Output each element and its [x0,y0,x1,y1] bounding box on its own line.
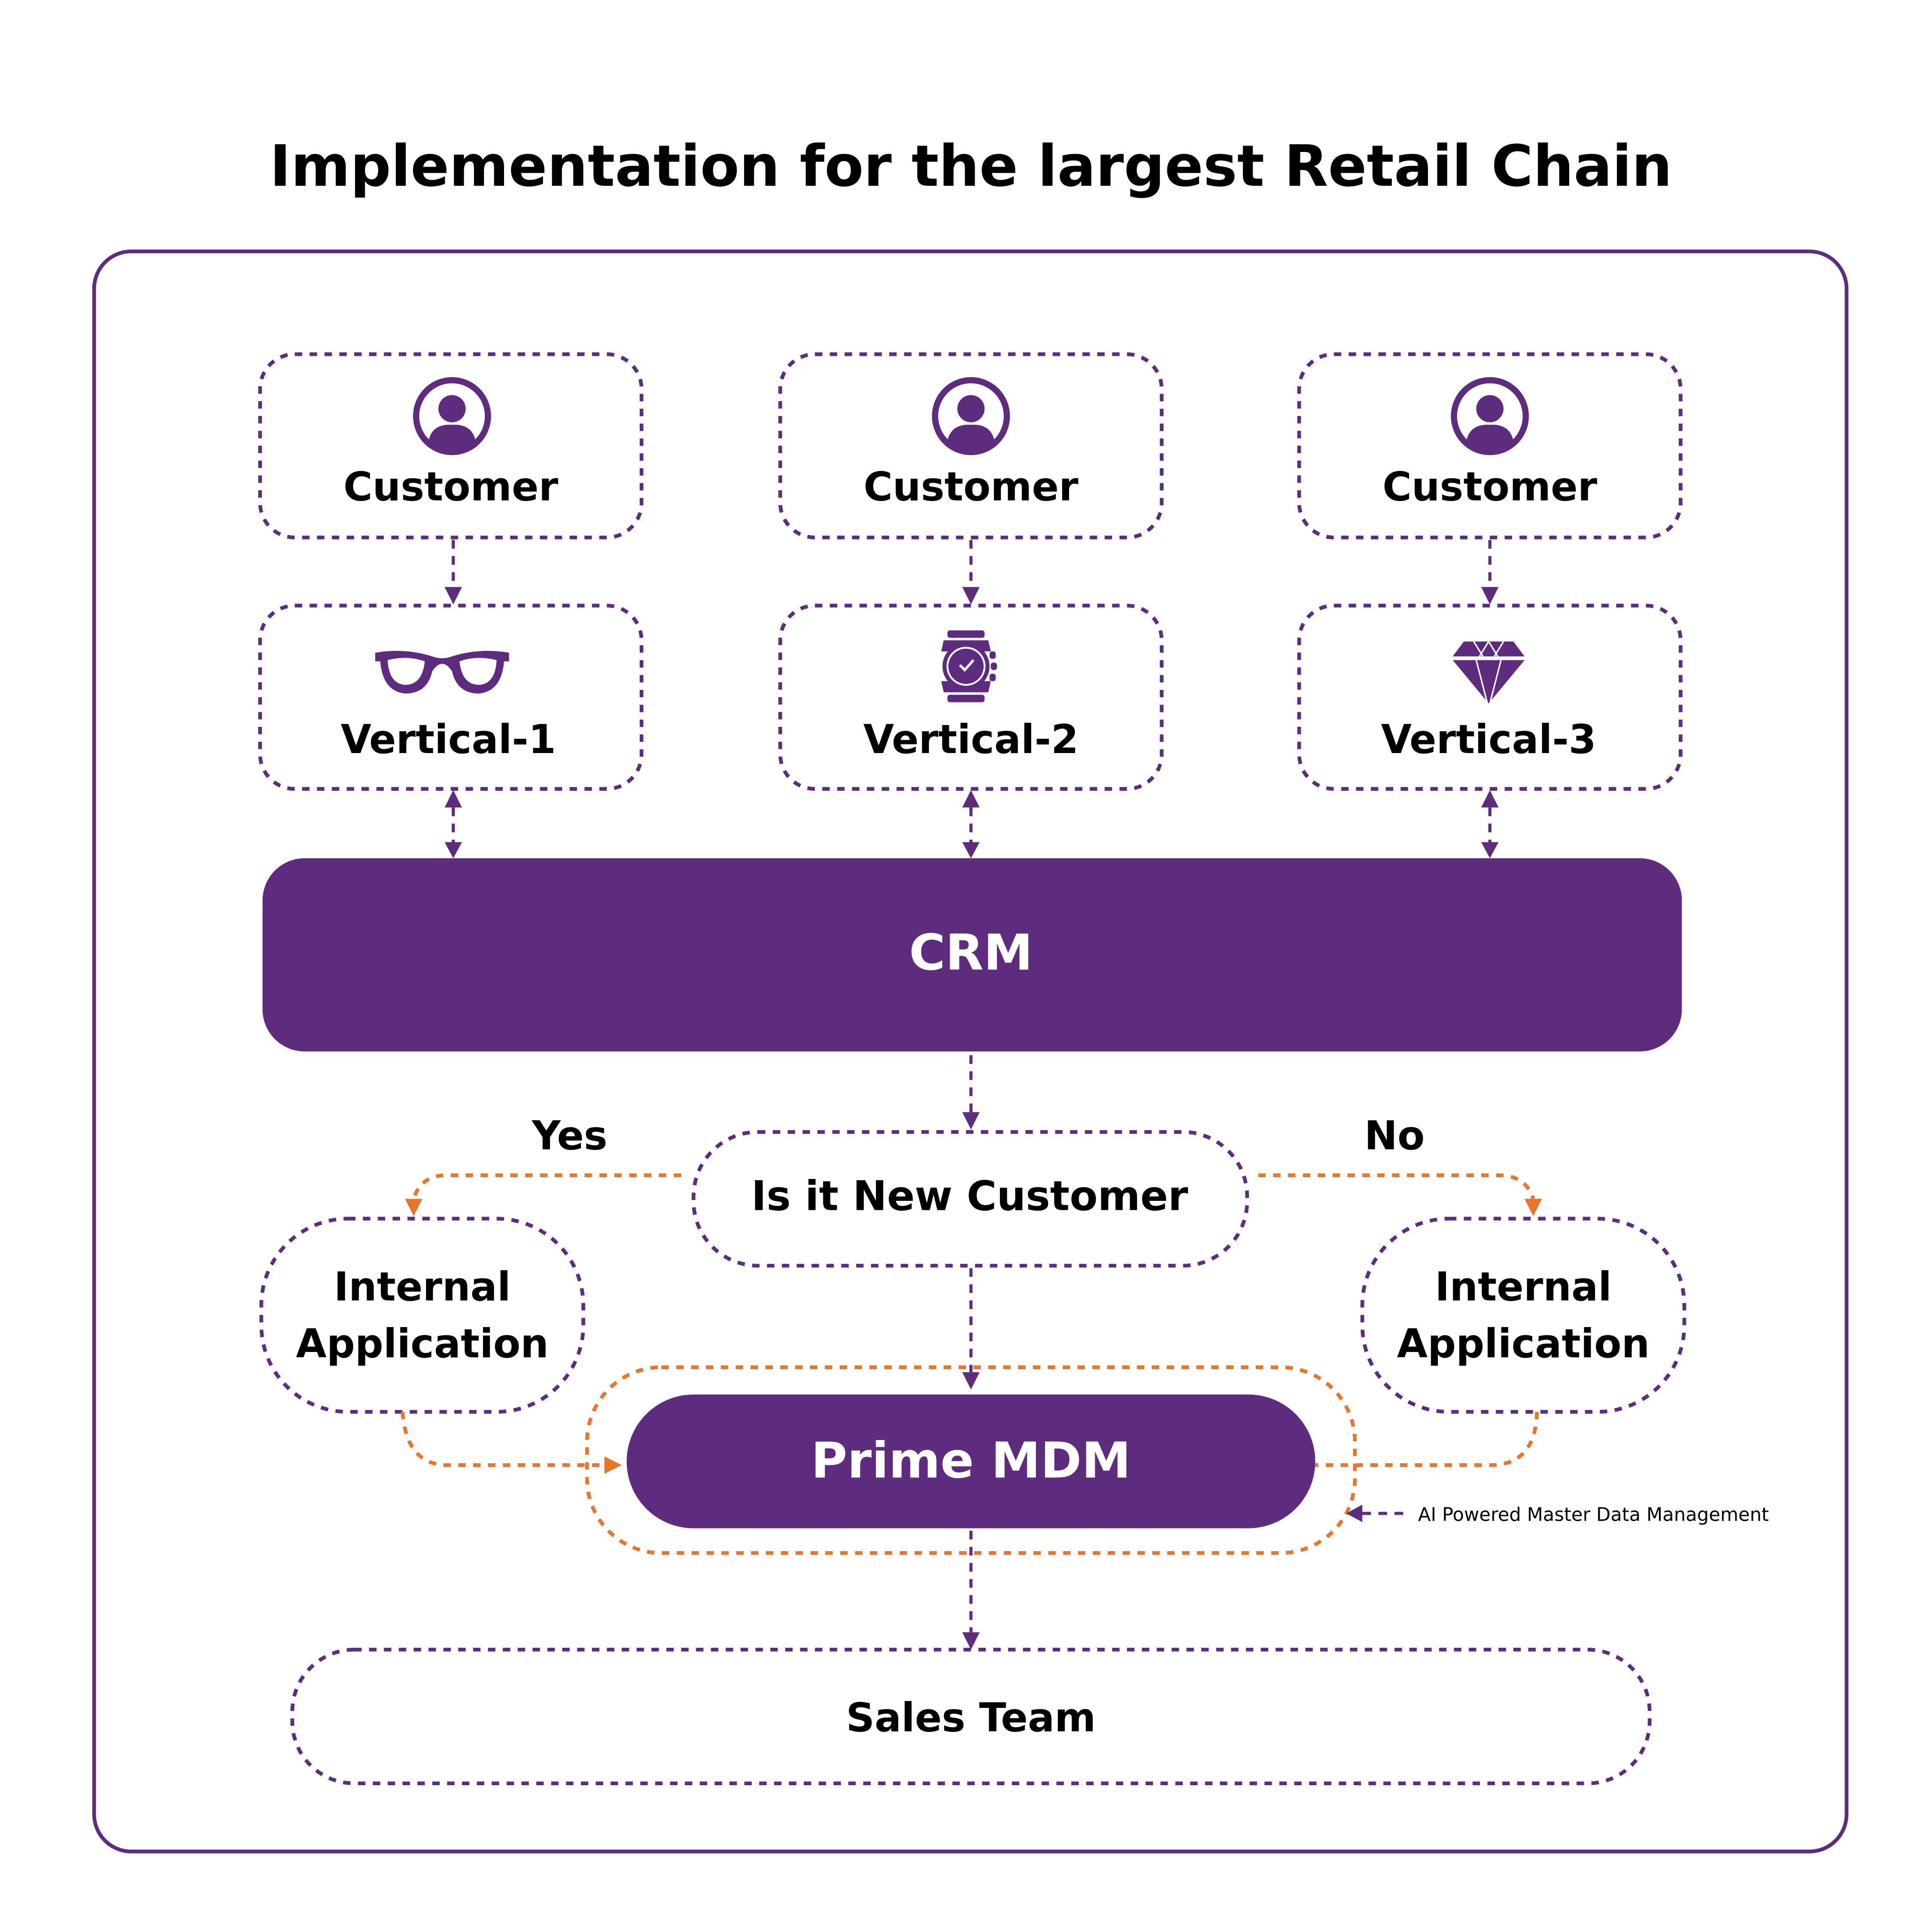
arrow-vertical-crm-1 [444,790,462,859]
prime-mdm-block[interactable]: Prime MDM [626,1394,1315,1528]
internal-application-left[interactable]: Internal Application [259,1217,585,1414]
arrow-right-app-to-mdm [1315,1412,1539,1467]
customer-label-3: Customer [1382,463,1598,510]
mdm-annotation: AI Powered Master Data Management [1346,1504,1769,1525]
arrow-customer-to-vertical-2 [962,540,980,605]
internal-app-right-line1: Internal [1435,1264,1612,1310]
customer-label-1: Customer [343,463,559,510]
decision-box[interactable]: Is it New Customer [692,1130,1249,1268]
user-circle-icon [1451,377,1529,456]
diagram-title: Implementation for the largest Retail Ch… [270,134,1672,200]
vertical-box-1[interactable]: Vertical-1 [258,604,644,791]
arrow-decision-to-mdm [962,1268,980,1390]
sales-team-box[interactable]: Sales Team [290,1647,1652,1786]
arrow-mdm-to-sales [962,1531,980,1650]
customer-box-3[interactable]: Customer [1297,352,1683,540]
customer-box-2[interactable]: Customer [778,352,1164,540]
arrow-vertical-crm-2 [962,790,980,859]
diamond-icon [1452,641,1525,704]
vertical-label-3: Vertical-3 [1381,716,1596,762]
arrow-no-branch [1258,1173,1542,1216]
user-circle-icon [932,377,1010,456]
yes-label: Yes [532,1112,608,1159]
prime-mdm-label: Prime MDM [811,1432,1131,1489]
internal-app-left-line1: Internal [334,1264,511,1310]
arrow-customer-to-vertical-3 [1481,540,1499,605]
vertical-box-2[interactable]: Vertical-2 [778,604,1164,791]
arrow-crm-to-decision [962,1055,980,1130]
internal-app-right-line2: Application [1397,1321,1650,1367]
vertical-label-2: Vertical-2 [863,716,1078,762]
customer-box-1[interactable]: Customer [258,352,644,540]
arrow-left-app-to-mdm [401,1412,622,1474]
crm-label: CRM [909,924,1033,982]
sales-team-label: Sales Team [846,1695,1096,1741]
internal-app-left-line2: Application [296,1321,549,1367]
wristwatch-icon [941,630,997,702]
vertical-label-1: Vertical-1 [341,716,556,762]
user-circle-icon [413,377,491,456]
arrow-customer-to-vertical-1 [444,540,462,605]
customer-label-2: Customer [863,463,1078,510]
arrow-vertical-crm-3 [1481,790,1499,859]
no-label: No [1364,1112,1425,1159]
eyeglasses-icon [375,650,509,694]
decision-label: Is it New Customer [751,1173,1188,1220]
mdm-annotation-text: AI Powered Master Data Management [1418,1504,1769,1525]
vertical-box-3[interactable]: Vertical-3 [1297,604,1683,791]
arrow-yes-branch [405,1173,681,1216]
crm-block[interactable]: CRM [262,858,1682,1052]
internal-application-right[interactable]: Internal Application [1360,1217,1686,1414]
outer-frame [92,249,1849,1853]
